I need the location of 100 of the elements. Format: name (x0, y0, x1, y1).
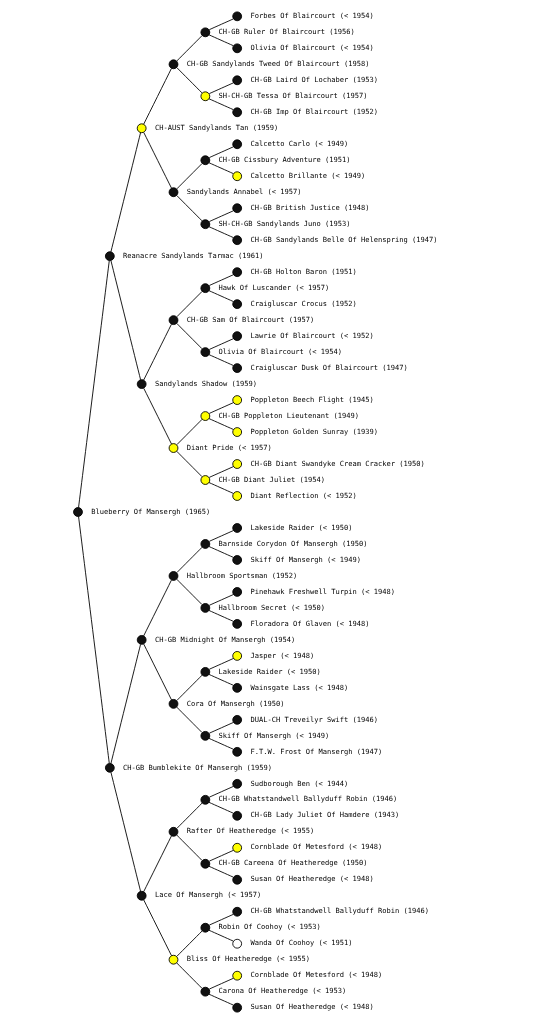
connector (142, 68, 172, 125)
node-label: CH-GB Sandylands Tweed Of Blaircourt (1958) (186, 58, 370, 68)
node-circle (231, 427, 242, 437)
node-label: Skiff Of Mansergh (< 1949) (249, 554, 361, 564)
node-label: Robin Of Coohoy (< 1953) (218, 922, 321, 932)
node-label: CH-GB Poppleton Lieutenant (1949) (218, 410, 359, 420)
node-circle (200, 731, 210, 741)
connector (208, 977, 234, 990)
node-label: Wainsgate Lass (< 1948) (249, 682, 348, 692)
node-circle (200, 27, 210, 38)
node-circle (168, 59, 178, 70)
node-circle (200, 986, 210, 997)
node-circle (168, 187, 178, 198)
node-circle (231, 107, 242, 118)
node-circle (231, 842, 242, 853)
node-label: Forbes Of Blaircourt (< 1954) (249, 11, 374, 20)
connector (175, 578, 202, 606)
connector (175, 674, 203, 701)
node-circle (231, 555, 242, 565)
node-circle (200, 283, 210, 293)
node-label: Jasper (< 1948) (249, 650, 314, 660)
connector (208, 290, 234, 302)
node-circle (231, 715, 242, 725)
connector (110, 644, 141, 764)
connector (175, 322, 202, 350)
node-circle (168, 315, 178, 325)
node-circle (168, 443, 178, 453)
node-circle (200, 667, 210, 677)
node-label: Bliss Of Heatheredge (< 1955) (186, 954, 310, 964)
node-label: Hawk Of Luscander (< 1957) (218, 282, 329, 292)
node-label: Sudborough Ben (< 1944) (249, 778, 348, 788)
connector (142, 899, 172, 957)
node-label: CH-GB Cissbury Adventure (1951) (218, 154, 350, 164)
node-circle (200, 91, 210, 102)
connector (208, 849, 234, 862)
connector (142, 132, 172, 189)
node-label: CH-GB Careena Of Heatheredge (1950) (218, 858, 367, 868)
node-circle (200, 922, 210, 933)
connector (208, 354, 234, 366)
connector (175, 194, 202, 222)
connector (208, 801, 234, 814)
node-label: Hallbroom Secret (< 1950) (218, 602, 325, 612)
connector (175, 706, 202, 733)
node-circle (136, 890, 147, 901)
node-label: Poppleton Golden Sunray (1939) (249, 426, 378, 436)
node-label: CH-GB Sandylands Belle Of Helenspring (1947) (249, 234, 438, 244)
node-circle (231, 874, 242, 885)
node-label: Blueberry Of Mansergh (1965) (90, 506, 210, 516)
node-label: Lakeside Raider (< 1950) (218, 666, 321, 676)
node-label: Lawrie Of Blaircourt (< 1952) (249, 330, 374, 340)
node-label: Susan Of Heatheredge (< 1948) (249, 874, 374, 884)
node-circle (200, 475, 210, 485)
node-circle (231, 810, 242, 821)
connector (208, 482, 234, 494)
node-label: Calcetto Carlo (< 1949) (249, 138, 348, 148)
node-circle (231, 171, 242, 182)
node-label: CH-GB Sam Of Blaircourt (1957) (186, 314, 314, 324)
connector (208, 402, 234, 414)
connector (208, 530, 234, 542)
node-label: Sandylands Annabel (< 1957) (186, 186, 302, 196)
node-circle (200, 155, 210, 166)
node-circle (136, 123, 147, 134)
node-label: Carona Of Heatheredge (< 1953) (218, 986, 346, 996)
node-circle (231, 683, 242, 693)
connector (77, 260, 110, 508)
node-label: CH-GB Whatstandwell Ballyduff Robin (1946) (249, 906, 429, 916)
connector (208, 929, 234, 942)
node-circle (231, 778, 242, 789)
node-circle (231, 139, 242, 150)
node-label: Lace Of Mansergh (< 1957) (154, 890, 261, 900)
node-label: CH-GB Imp Of Blaircourt (1952) (249, 106, 378, 116)
node-label: F.T.W. Frost Of Mansergh (1947) (249, 746, 382, 756)
connector (208, 18, 234, 31)
node-circle (200, 858, 210, 869)
node-label: CH-GB Diant Swandyke Cream Cracker (1950) (249, 458, 425, 468)
connector (110, 132, 141, 253)
connector (208, 98, 234, 111)
connector (142, 323, 172, 381)
connector (208, 338, 234, 350)
node-label: Pinehawk Freshwell Turpin (< 1948) (249, 586, 395, 596)
connector (175, 546, 203, 574)
connector (208, 913, 234, 926)
connector (208, 785, 234, 798)
node-circle (200, 794, 210, 805)
node-circle (231, 651, 242, 661)
node-circle (231, 235, 242, 246)
node-circle (200, 411, 210, 421)
node-label: Cora Of Mansergh (1950) (186, 698, 285, 708)
connector (208, 721, 234, 734)
node-circle (231, 746, 242, 757)
connector (175, 962, 202, 989)
node-label: Diant Reflection (< 1952) (249, 490, 357, 500)
connector (142, 579, 172, 637)
node-label: CH-GB British Justice (1948) (249, 202, 370, 212)
node-circle (231, 523, 242, 533)
connector (208, 993, 234, 1006)
connector (208, 274, 234, 286)
node-circle (231, 299, 242, 309)
node-label: Craigluscar Dusk Of Blaircourt (1947) (249, 362, 408, 372)
node-label: Cornblade Of Metesford (< 1948) (249, 970, 382, 980)
